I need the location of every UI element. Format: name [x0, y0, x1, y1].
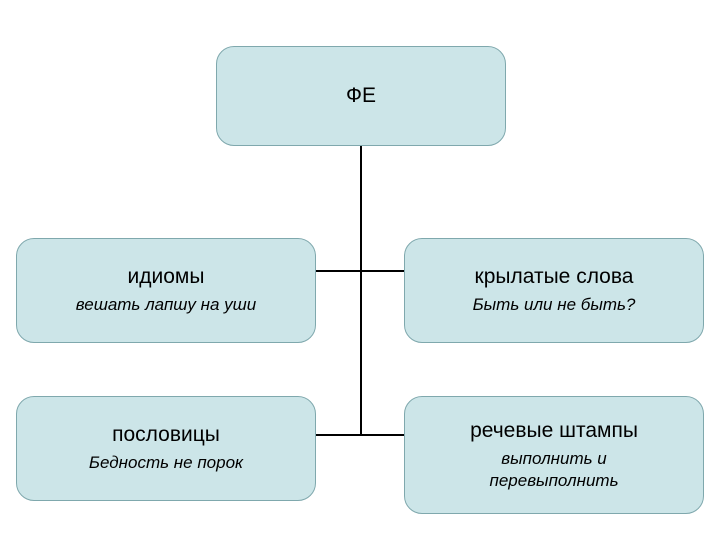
node-root[interactable]: ФЕ	[216, 46, 506, 146]
node-root-title: ФЕ	[346, 83, 376, 107]
node-proverbs-example: Бедность не порок	[88, 453, 244, 473]
node-winged-words-example: Быть или не быть?	[472, 295, 636, 315]
connector-middle-vertical	[360, 270, 362, 435]
node-idioms[interactable]: идиомы вешать лапшу на уши	[16, 238, 316, 343]
node-idioms-title: идиомы	[127, 265, 205, 289]
node-idioms-example: вешать лапшу на уши	[75, 295, 257, 315]
node-winged-words-title: крылатые слова	[474, 265, 634, 289]
node-winged-words[interactable]: крылатые слова Быть или не быть?	[404, 238, 704, 343]
connector-root-vertical	[360, 146, 362, 271]
node-speech-cliches-title: речевые штампы	[470, 419, 638, 443]
node-speech-cliches-example: выполнить и перевыполнить	[489, 449, 619, 490]
connector-horizontal-upper	[313, 270, 448, 272]
connector-horizontal-lower	[313, 434, 448, 436]
node-speech-cliches[interactable]: речевые штампы выполнить и перевыполнить	[404, 396, 704, 514]
node-proverbs-title: пословицы	[112, 423, 220, 447]
node-proverbs[interactable]: пословицы Бедность не порок	[16, 396, 316, 501]
